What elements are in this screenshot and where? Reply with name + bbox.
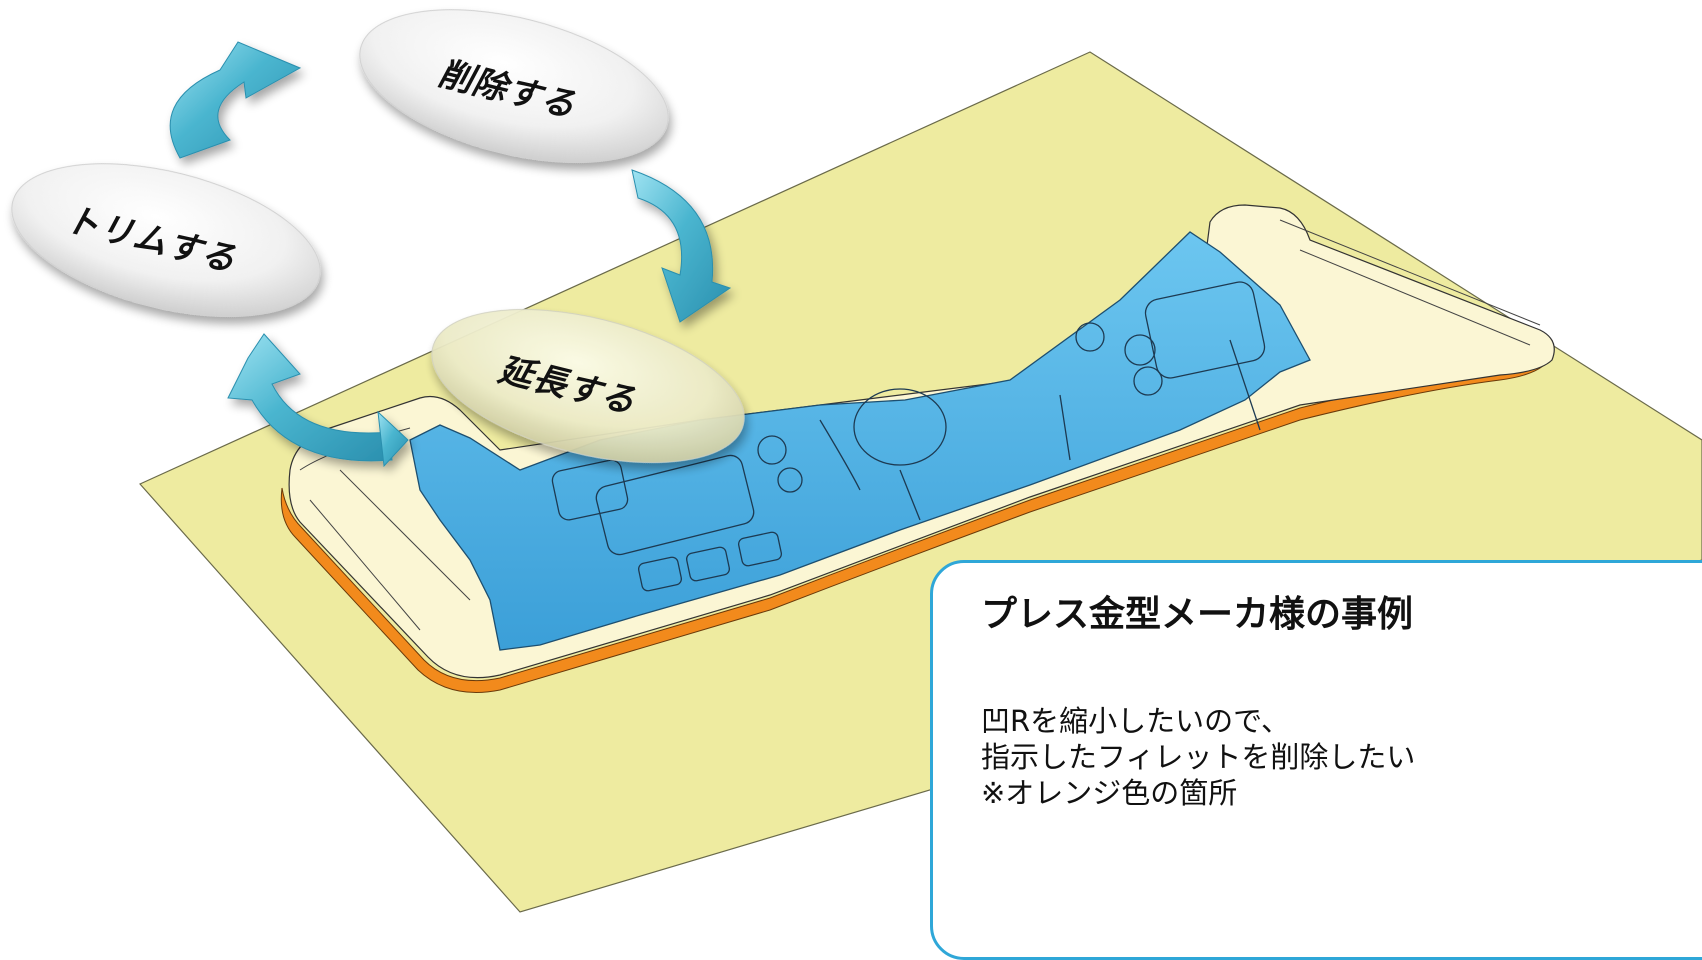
arrow-extend-head	[377, 410, 409, 468]
arrow-delete-to-extend	[631, 169, 732, 323]
ellipse-trim	[11, 163, 321, 317]
case-study-line: 指示したフィレットを削除したい	[981, 740, 1416, 774]
case-study-body: 凹Rを縮小したいので、 指示したフィレットを削除したい ※オレンジ色の箇所	[981, 703, 1415, 811]
ellipse-delete	[359, 9, 669, 163]
arrow-trim-to-delete	[169, 41, 302, 159]
diagram-canvas: 削除する トリムする 延長する プレス金型メーカ様の事例 凹Rを縮小したいので、…	[11, 9, 1702, 960]
case-study-title: プレス金型メーカ様の事例	[981, 594, 1414, 635]
cycle-arrows	[169, 41, 732, 468]
case-study-line: 凹Rを縮小したいので、	[981, 704, 1290, 738]
case-study-line: ※オレンジ色の箇所	[981, 776, 1238, 810]
case-study-box: プレス金型メーカ様の事例 凹Rを縮小したいので、 指示したフィレットを削除したい…	[930, 560, 1702, 960]
cream-details	[299, 219, 1541, 631]
ellipse-extend	[431, 309, 745, 463]
part-details	[551, 281, 1266, 592]
illustration-svg	[11, 9, 1702, 913]
